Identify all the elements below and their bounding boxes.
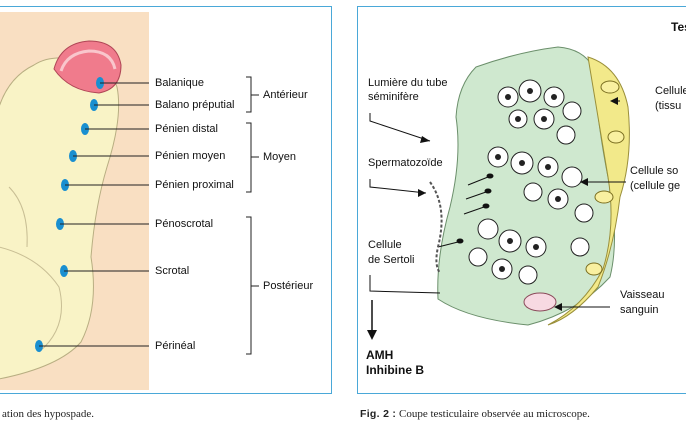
figure-2-caption-prefix: Fig. 2 : <box>360 408 397 420</box>
group-brackets <box>246 76 259 355</box>
germ-cells <box>468 79 594 285</box>
group-moyen: Moyen <box>263 151 297 163</box>
label-sertoli-1: Cellule <box>368 239 402 251</box>
figure-1-caption: ation des hypospade. <box>2 408 94 420</box>
figure-1-panel: Balanique Balano préputial Pénien distal… <box>0 6 332 394</box>
glans-highlight <box>59 49 117 72</box>
spermatozoa <box>437 173 494 248</box>
figure-2-caption-text: Coupe testiculaire observée au microscop… <box>398 408 590 420</box>
interstitial-tissue <box>547 56 630 326</box>
scrotum-outline <box>0 246 62 353</box>
label-amh: AMH <box>366 348 394 362</box>
cell-nuclei <box>495 88 561 272</box>
label-inhibine: Inhibine B <box>366 363 424 377</box>
label-penien-moyen: Pénien moyen <box>155 150 226 162</box>
label-sertoli-2: de Sertoli <box>368 254 415 266</box>
arrow-heads <box>418 97 618 311</box>
label-perineal: Périnéal <box>155 340 196 352</box>
label-arrows <box>369 100 626 308</box>
leydig-cells <box>585 80 625 276</box>
group-anterieur: Antérieur <box>263 89 308 101</box>
label-spermatozoide: Spermatozoïde <box>368 157 443 169</box>
sperm-flagella-bundle <box>429 181 443 274</box>
figure-2-title: Tes <box>671 20 686 34</box>
label-germinal-1: Cellule so <box>630 165 679 177</box>
group-posterieur: Postérieur <box>263 280 314 292</box>
output-arrow-head <box>367 330 377 340</box>
label-penoscrotal: Pénoscrotal <box>155 218 214 230</box>
penis-illustration <box>0 12 259 390</box>
label-balano-preputial: Balano préputial <box>155 99 235 111</box>
label-scrotal: Scrotal <box>155 265 190 277</box>
label-lumiere-1: Lumière du tube <box>368 77 448 89</box>
figure-2-panel: Tes Lumière du tube séminifère Spermatoz… <box>357 6 686 394</box>
label-leydig-1: Cellule <box>655 85 686 97</box>
blood-vessel <box>523 292 557 312</box>
label-germinal-2: (cellule ge <box>630 180 681 192</box>
label-lumiere-2: séminifère <box>368 91 419 103</box>
label-penien-distal: Pénien distal <box>155 123 218 135</box>
figure-2-caption: Fig. 2 : Coupe testiculaire observée au … <box>360 408 590 420</box>
shaft-outline <box>8 186 28 248</box>
testis-section-illustration <box>367 46 630 340</box>
leader-lines <box>39 82 149 347</box>
label-vaisseau-1: Vaisseau <box>620 289 665 301</box>
label-balanique: Balanique <box>155 77 204 89</box>
label-vaisseau-2: sanguin <box>620 304 659 316</box>
label-penien-proximal: Pénien proximal <box>155 179 234 191</box>
label-leydig-2: (tissu <box>655 100 682 112</box>
